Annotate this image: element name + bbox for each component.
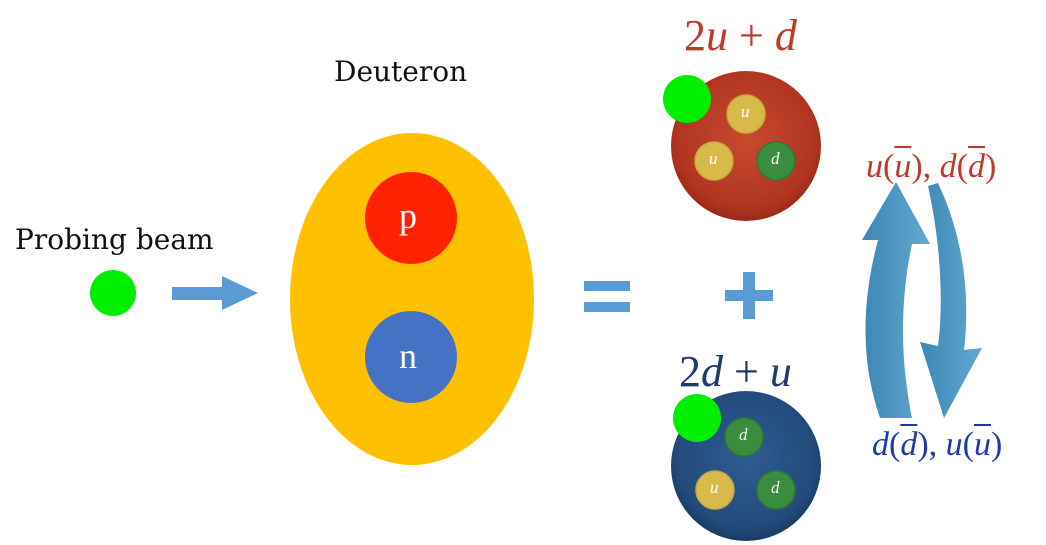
quark-d-right-n-label: d bbox=[771, 478, 780, 497]
top-flavor-label: u(u), d(d) bbox=[866, 150, 996, 184]
top-flavor-u: u bbox=[866, 148, 883, 185]
proton-label: p bbox=[399, 196, 417, 236]
neutron-content-coef: 2 bbox=[679, 347, 701, 396]
cycle-arrow-up-icon bbox=[862, 182, 930, 418]
top-flavor-lp2: ( bbox=[956, 148, 968, 185]
neutron-content-q2: u bbox=[769, 347, 792, 396]
quark-u-left-label: u bbox=[709, 149, 718, 168]
quark-d-top bbox=[724, 417, 764, 457]
quark-d-right-label: d bbox=[771, 149, 780, 168]
quark-u-top-label: u bbox=[741, 102, 750, 121]
neutron-ball bbox=[365, 311, 457, 403]
neutron-quark-content: 2d + u bbox=[679, 350, 792, 394]
quark-u-left-n-label: u bbox=[710, 478, 719, 497]
proton-ball bbox=[365, 172, 457, 264]
neutron-content-plus: + bbox=[723, 347, 770, 396]
equals-sign bbox=[584, 281, 630, 312]
quark-u-top bbox=[726, 94, 766, 134]
proton-content-q2: d bbox=[774, 11, 797, 60]
plus-sign bbox=[725, 272, 773, 319]
bottom-flavor-dbar: d bbox=[900, 426, 918, 463]
bottom-flavor-rp2: ) bbox=[990, 426, 1003, 463]
bottom-flavor-d: d bbox=[872, 426, 889, 463]
proton-content-plus: + bbox=[728, 11, 775, 60]
top-flavor-sep: , bbox=[922, 148, 940, 185]
top-flavor-ubar: u bbox=[894, 148, 912, 185]
beam-particle-icon bbox=[90, 270, 136, 316]
bottom-flavor-label: d(d), u(u) bbox=[872, 428, 1002, 462]
quark-d-right bbox=[756, 141, 796, 181]
quark-d-top-n-label: d bbox=[739, 425, 748, 444]
bottom-flavor-lp2: ( bbox=[962, 426, 974, 463]
quark-u-left bbox=[694, 141, 734, 181]
top-flavor-d: d bbox=[939, 148, 957, 185]
probing-beam-label: Probing beam bbox=[15, 223, 214, 256]
bottom-flavor-rp1: ) bbox=[917, 426, 929, 463]
top-flavor-rp2: ) bbox=[984, 148, 997, 185]
top-flavor-rp1: ) bbox=[911, 148, 923, 185]
deuteron-ellipse bbox=[290, 133, 534, 465]
top-flavor-lp1: ( bbox=[883, 148, 895, 185]
quark-u-left-n bbox=[695, 470, 735, 510]
cycle-arrow-down-icon bbox=[920, 183, 982, 418]
deuteron-label: Deuteron bbox=[334, 55, 468, 88]
proton-content-q1: u bbox=[706, 11, 728, 60]
neutron-probe-dot bbox=[673, 394, 721, 442]
bottom-flavor-ubar: u bbox=[973, 426, 991, 463]
bottom-flavor-sep: , bbox=[928, 426, 946, 463]
proton-probe-dot bbox=[663, 75, 711, 123]
beam-arrow-icon bbox=[172, 276, 258, 310]
top-flavor-dbar: d bbox=[967, 148, 985, 185]
proton-content-coef: 2 bbox=[684, 11, 706, 60]
neutron-label: n bbox=[399, 336, 417, 376]
quark-d-right-n bbox=[756, 470, 796, 510]
neutron-content-q1: d bbox=[701, 347, 723, 396]
proton-quark-content: 2u + d bbox=[684, 14, 797, 58]
bottom-flavor-u: u bbox=[945, 426, 963, 463]
bottom-flavor-lp1: ( bbox=[889, 426, 901, 463]
